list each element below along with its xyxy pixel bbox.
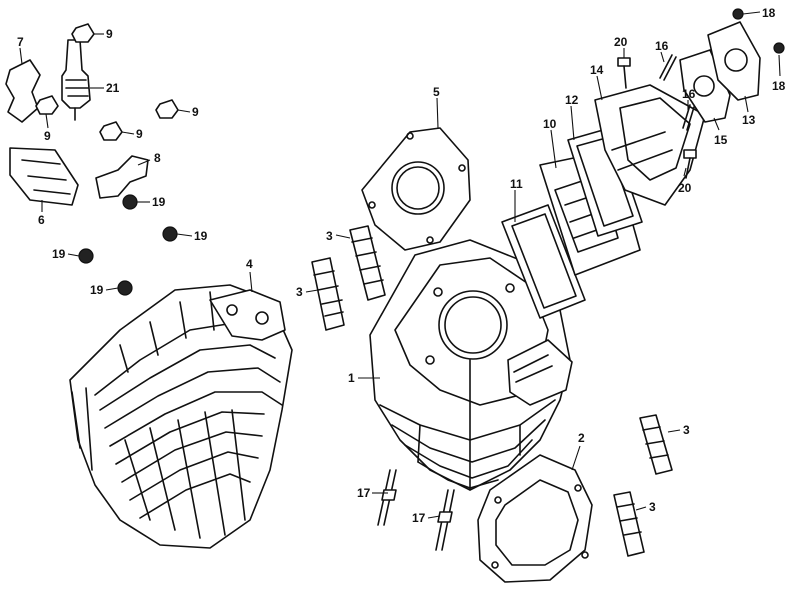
stud-stack-part-3-right-lower [613,491,645,557]
callout-12: 12 [565,93,579,107]
callout-16-lower: 16 [682,87,696,101]
nut-part-9-top [71,23,95,43]
spark-plug-part-21 [61,39,91,121]
nut-part-19-b [162,226,178,242]
callout-7: 7 [17,35,24,49]
callout-11: 11 [510,177,523,191]
stud-part-16-upper [659,54,677,81]
callout-18-top: 18 [762,6,776,20]
callout-20-upper: 20 [614,35,628,49]
callout-5: 5 [433,85,440,99]
retainer-part-7 [5,59,41,123]
bolt-part-20-upper [617,57,631,89]
callout-19-d: 19 [90,283,104,297]
callout-9-right: 9 [192,105,199,119]
callout-3-upper: 3 [326,229,333,243]
carb-flange-part-13 [707,21,761,101]
callout-6: 6 [38,213,45,227]
callout-19-b: 19 [194,229,208,243]
nut-part-19-d [117,280,133,296]
leader-lines [19,11,781,519]
bolt-part-20-lower [683,149,697,179]
stud-part-16-lower [682,104,695,131]
nut-part-18-right [773,42,785,54]
callout-8: 8 [154,151,161,165]
callout-3-right-lower: 3 [649,500,656,514]
callout-labels: 7 9 21 9 9 9 8 6 19 19 19 19 4 5 3 3 1 2… [17,6,786,525]
callout-19-a: 19 [152,195,166,209]
callout-19-c: 19 [52,247,66,261]
callout-9-top: 9 [106,27,113,41]
callout-4: 4 [246,257,253,271]
stud-part-17-left [377,469,397,526]
stud-stack-part-3-lower [311,257,345,331]
callout-17-left: 17 [357,486,371,500]
nut-part-9-middle [99,121,123,141]
nut-part-19-c [78,248,94,264]
callout-17-right: 17 [412,511,426,525]
callout-15: 15 [714,133,728,147]
intake-gasket-part-11 [501,204,586,319]
callout-10: 10 [543,117,557,131]
callout-1: 1 [348,371,355,385]
callout-3-right-upper: 3 [683,423,690,437]
intake-manifold-part-14 [594,84,706,206]
callout-2: 2 [578,431,585,445]
nut-part-9-right [155,99,179,119]
bracket-part-6 [9,147,79,206]
insulator-gasket-part-12 [567,127,643,237]
callout-9-middle: 9 [136,127,143,141]
nut-part-9-left [35,95,59,115]
stud-stack-part-3-right-upper [639,414,673,475]
nut-part-18-top [732,8,744,20]
callout-16-upper: 16 [655,39,669,53]
callout-3-lower: 3 [296,285,303,299]
callout-13: 13 [742,113,756,127]
nut-part-19-a [122,194,138,210]
callout-20-lower: 20 [678,181,692,195]
callout-14: 14 [590,63,604,77]
head-gasket-part-5 [361,127,471,251]
stud-stack-part-3-upper [349,225,386,301]
callout-18-right: 18 [772,79,786,93]
callout-9-left: 9 [44,129,51,143]
base-gasket-part-2 [477,454,593,583]
stud-part-17-right [435,489,455,551]
cylinder-part-1 [369,239,573,491]
clip-part-8 [95,155,149,199]
cylinder-head-part-4 [69,284,293,549]
callout-21: 21 [106,81,120,95]
